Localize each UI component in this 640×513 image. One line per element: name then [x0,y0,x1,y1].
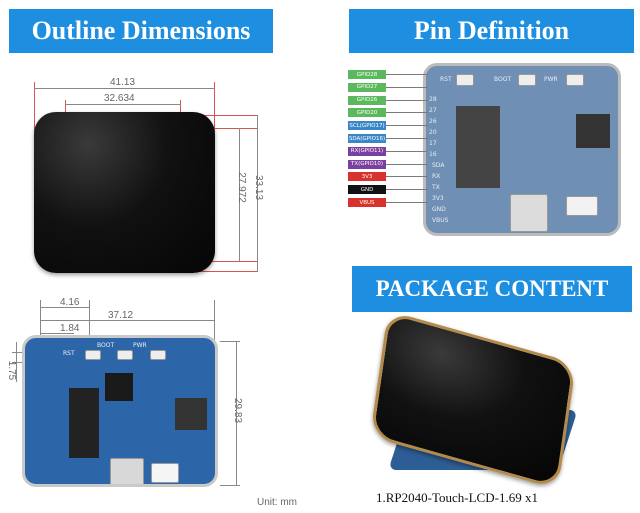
width-inner-label: 32.634 [104,93,135,104]
unit-label: Unit: mm [257,497,297,508]
offset-a-label: 4.16 [60,297,80,308]
pin-label: SDA(GPIO16) [348,134,386,143]
pin-label: GPIO28 [348,70,386,79]
offset-c-label: 1.75 [6,360,18,381]
pin-label: RX(GPIO11) [348,146,386,156]
package-content-banner: PACKAGE CONTENT [352,266,632,312]
board-width-label: 37.12 [108,310,134,321]
pin-leader-line [386,99,428,101]
outline-dimensions-banner: Outline Dimensions [9,9,273,53]
pin-label: GPIO20 [348,108,386,118]
pin-leader-line [386,202,428,203]
pin-leader-line [386,112,428,114]
pin-label: VBUS [348,198,386,207]
pin-label: SCL(GPIO17) [348,121,386,131]
lcd-outline-image [34,112,215,273]
pin-label: GND [348,185,386,195]
pin-leader-line [386,189,428,191]
pin-leader-line [386,150,428,152]
offset-b-label: 1.84 [60,323,80,334]
package-item-label: 1.RP2040-Touch-LCD-1.69 x1 [376,490,538,505]
package-product-image [369,310,578,490]
height-inner-label: 27.972 [235,172,247,203]
pin-leader-line [386,163,428,165]
board-height-label: 29.83 [232,397,244,424]
pin-label: 3V3 [348,172,386,182]
pin-leader-line [386,86,428,88]
pin-label: TX(GPIO10) [348,159,386,169]
board-back-image: RST BOOT PWR [22,335,218,487]
pin-label: GPIO26 [348,95,386,105]
pin-leader-line [386,138,428,139]
board-pin-image: RST BOOT PWR 28 27 26 20 17 16 SDA RX TX… [423,63,621,236]
pin-label: GPIO27 [348,82,386,92]
pin-leader-line [386,74,428,75]
pin-definition-banner: Pin Definition [349,9,634,53]
pin-leader-line [386,176,428,178]
pin-leader-line [386,125,428,127]
height-outer-label: 33.13 [253,174,265,201]
width-outer-label: 41.13 [110,77,136,88]
